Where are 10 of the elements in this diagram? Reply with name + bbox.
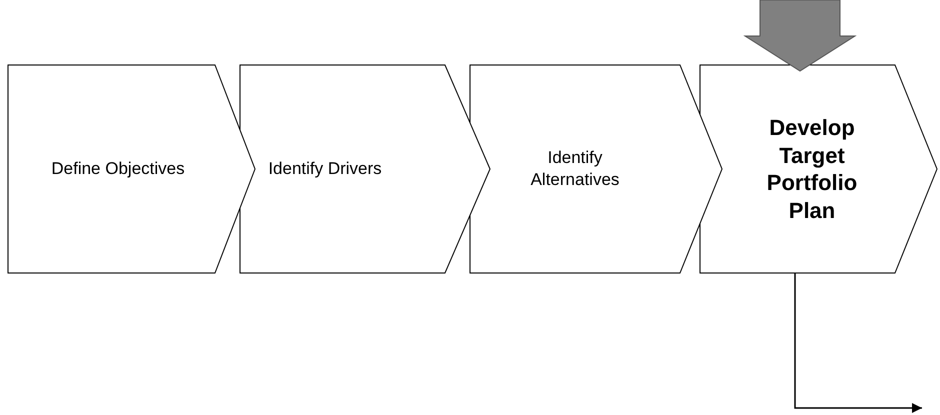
- step-label: Identify Drivers: [268, 158, 382, 180]
- step-label: Develop Target Portfolio Plan: [766, 114, 858, 224]
- chevron-step: [700, 65, 937, 273]
- chevron-step: [470, 65, 722, 273]
- block-arrow: [743, 0, 857, 72]
- step-label: Identify Alternatives: [530, 146, 620, 191]
- step-label: Define Objectives: [51, 158, 185, 180]
- chevron-step: [8, 65, 255, 273]
- chevron-step: [240, 65, 490, 273]
- arrow: [794, 273, 922, 413]
